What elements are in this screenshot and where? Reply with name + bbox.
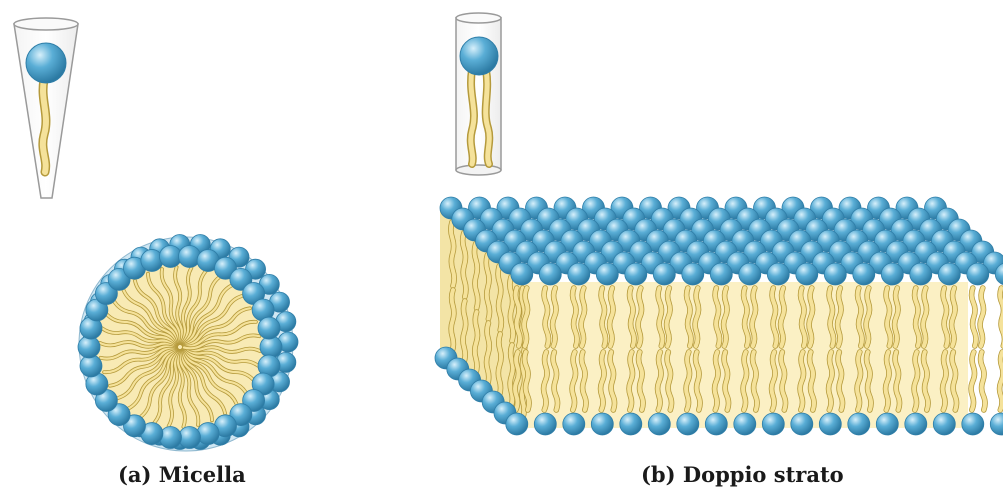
side-tail <box>498 334 501 396</box>
bilayer-top-heads <box>440 197 1003 285</box>
side-tail <box>487 323 490 385</box>
side-tail <box>475 312 478 374</box>
front-tail <box>638 288 641 346</box>
lipid-head <box>591 413 613 435</box>
lipid-head <box>563 413 585 435</box>
front-tail <box>715 352 718 410</box>
lipid-head <box>762 413 784 435</box>
front-tail <box>752 288 755 346</box>
lipid-head <box>848 413 870 435</box>
front-tail <box>829 352 832 410</box>
front-tail <box>952 288 955 346</box>
front-tail <box>1000 352 1003 410</box>
lipid-head <box>568 263 590 285</box>
front-tail <box>971 352 974 410</box>
lipid-head <box>853 263 875 285</box>
lipid-head <box>962 413 984 435</box>
front-tail <box>658 352 661 410</box>
lipid-head <box>739 263 761 285</box>
lipid-head <box>796 263 818 285</box>
front-tail <box>515 352 518 410</box>
lipid-head <box>824 263 846 285</box>
side-tail <box>451 290 454 352</box>
front-tail <box>857 352 860 410</box>
lipid-head <box>677 413 699 435</box>
lipid-head <box>625 263 647 285</box>
micelle <box>78 235 298 451</box>
front-tail <box>943 352 946 410</box>
lipid-head <box>197 423 219 445</box>
front-tail <box>610 288 613 346</box>
cylinder-lipid-icon <box>456 13 501 175</box>
front-tail <box>743 352 746 410</box>
caption-micelle: (a) Micella <box>118 462 246 487</box>
front-tail <box>772 352 775 410</box>
lipid-head <box>881 263 903 285</box>
lipid-head <box>648 413 670 435</box>
lipid-head <box>734 413 756 435</box>
lipid-head <box>141 249 163 271</box>
lipid-head <box>705 413 727 435</box>
front-tail <box>781 288 784 346</box>
front-tail <box>886 352 889 410</box>
lipid-head <box>910 263 932 285</box>
lipid-head <box>938 263 960 285</box>
front-tail <box>686 352 689 410</box>
lipid-head <box>990 413 1003 435</box>
lipid-head <box>159 427 181 449</box>
lipid-head <box>596 263 618 285</box>
front-tail <box>667 288 670 346</box>
lipid-bilayer <box>435 197 1003 435</box>
side-tail <box>510 345 513 407</box>
lipid-head <box>511 263 533 285</box>
front-tail <box>838 288 841 346</box>
front-tail <box>629 352 632 410</box>
front-tail <box>980 288 983 346</box>
lipid-head <box>534 413 556 435</box>
front-tail <box>572 352 575 410</box>
lipid-head <box>905 413 927 435</box>
lipid-head <box>653 263 675 285</box>
front-tail <box>581 288 584 346</box>
lipid-head <box>506 413 528 435</box>
lipid-head <box>258 317 280 339</box>
front-tail <box>895 288 898 346</box>
lipid-head <box>876 413 898 435</box>
front-tail <box>524 288 527 346</box>
lipid-head <box>710 263 732 285</box>
lipid-head <box>933 413 955 435</box>
front-tail <box>866 288 869 346</box>
lipid-head <box>819 413 841 435</box>
lipid-head <box>791 413 813 435</box>
front-tail <box>695 288 698 346</box>
lipid-head <box>767 263 789 285</box>
front-tail <box>809 288 812 346</box>
front-tail <box>800 352 803 410</box>
lipid-head <box>620 413 642 435</box>
front-tail <box>553 288 556 346</box>
front-tail <box>914 352 917 410</box>
front-tail <box>601 352 604 410</box>
cone-lipid-icon <box>14 18 78 198</box>
lipid-head <box>539 263 561 285</box>
lipid-head <box>682 263 704 285</box>
lipid-head <box>179 245 201 267</box>
caption-bilayer: (b) Doppio strato <box>641 462 844 487</box>
front-tail <box>544 352 547 410</box>
lipid-head <box>967 263 989 285</box>
front-tail <box>724 288 727 346</box>
front-tail <box>923 288 926 346</box>
side-tail <box>463 301 466 363</box>
